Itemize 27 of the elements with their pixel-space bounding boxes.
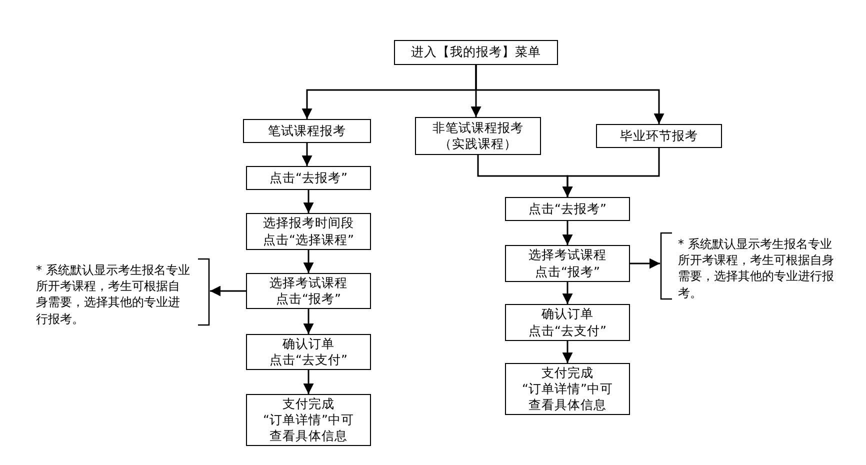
process-box: 选择考试课程 点击“报考”: [246, 273, 371, 309]
process-box: 毕业环节报考: [596, 124, 722, 148]
arrow: [303, 309, 314, 334]
arrow: [303, 250, 314, 273]
process-box: 点击“去报考”: [246, 166, 371, 190]
arrow: [303, 190, 314, 213]
arrow: [562, 282, 573, 304]
process-box: 确认订单 点击“去支付”: [246, 334, 371, 370]
arrow: [210, 286, 246, 296]
process-box: 选择考试课程 点击“报考”: [505, 245, 630, 282]
note-text: * 系统默认显示考生报名专业所开考课程，考生可根据自身需要，选择其他的专业进行报考。: [36, 262, 190, 327]
process-box: 点击“去报考”: [505, 197, 630, 221]
arrow: [302, 143, 312, 166]
process-box: 确认订单 点击“去支付”: [505, 304, 630, 341]
process-box: 非笔试课程报考 （实践课程）: [415, 117, 541, 155]
arrow: [562, 341, 573, 363]
arrow: [630, 258, 660, 269]
arrow: [475, 65, 664, 124]
process-box: 支付完成 “订单详情”中可查看具体信息: [505, 363, 630, 415]
process-box: 选择报考时间段 点击“选择课程”: [246, 213, 371, 250]
arrow: [303, 370, 314, 394]
process-box: 支付完成 “订单详情”中可查看具体信息: [246, 394, 371, 446]
process-box: 进入【我的报考】菜单: [394, 40, 558, 65]
arrow: [562, 148, 660, 197]
arrow: [562, 221, 573, 245]
note-text: * 系统默认显示考生报名专业所开考课程，考生可根据自身需要，选择其他的专业进行报考。: [678, 236, 835, 301]
process-box: 笔试课程报考: [243, 119, 371, 143]
